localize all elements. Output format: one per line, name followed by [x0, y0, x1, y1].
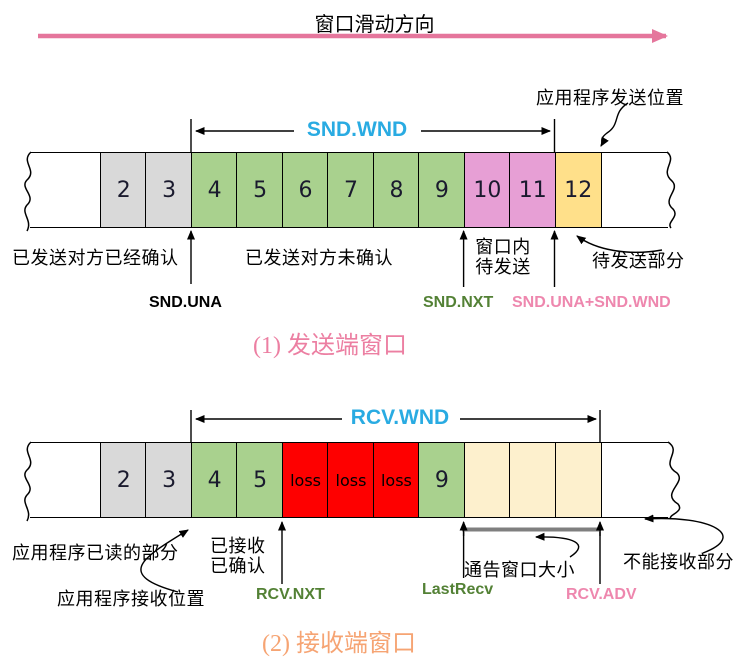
seq-cell: 4	[190, 153, 238, 227]
seq-cell: 9	[418, 443, 465, 517]
seq-cell: 3	[145, 153, 192, 227]
rcv-nxt-label: RCV.NXT	[256, 586, 325, 603]
snd-una-wnd-label: SND.UNA+SND.WND	[512, 294, 671, 311]
adv-window-arrow	[535, 532, 580, 558]
pending-part-label: 待发送部分	[592, 251, 685, 271]
received-line1: 已接收	[210, 536, 266, 556]
empty-cell	[463, 443, 511, 517]
app-send-pos-label: 应用程序发送位置	[536, 88, 684, 108]
seq-cell: 5	[236, 443, 283, 517]
seq-cell: 9	[418, 153, 465, 227]
in-window-line2: 待发送	[475, 257, 531, 277]
loss-cell: loss	[327, 443, 374, 517]
receiver-caption: (2) 接收端窗口	[262, 631, 416, 657]
seq-cell: 11	[509, 153, 556, 227]
snd-nxt-label: SND.NXT	[423, 294, 494, 311]
sent-acked-label: 已发送对方已经确认	[12, 248, 179, 268]
seq-cell: 10	[463, 153, 511, 227]
received-line2: 已确认	[210, 556, 266, 576]
seq-cell: 2	[100, 443, 147, 517]
loss-cell: loss	[281, 443, 329, 517]
torn-edge	[666, 151, 676, 229]
app-recv-pos-label: 应用程序接收位置	[57, 589, 205, 609]
in-window-to-send-label: 窗口内 待发送	[471, 237, 535, 277]
empty-cell	[554, 443, 602, 517]
torn-edge	[667, 441, 681, 520]
snd-wnd-label: SND.WND	[306, 118, 408, 141]
loss-cell: loss	[372, 443, 420, 517]
seq-cell: 6	[281, 153, 329, 227]
seq-cell: 5	[236, 153, 283, 227]
in-window-line1: 窗口内	[475, 237, 531, 257]
seq-cell: 4	[190, 443, 238, 517]
rcv-wnd-label: RCV.WND	[350, 406, 450, 429]
page-title: 窗口滑动方向	[314, 14, 435, 36]
seq-cell: 7	[327, 153, 374, 227]
rcv-adv-label: RCV.ADV	[566, 586, 637, 603]
sent-unacked-label: 已发送对方未确认	[245, 248, 393, 268]
received-acked-label: 已接收 已确认	[210, 536, 274, 576]
cannot-recv-label: 不能接收部分	[623, 552, 734, 572]
snd-una-label: SND.UNA	[149, 294, 222, 311]
sender-caption: (1) 发送端窗口	[253, 333, 407, 359]
seq-cell: 3	[145, 443, 192, 517]
seq-cell: 2	[100, 153, 147, 227]
sender-strip: 2 3 4 5 6 7 8 9 10 11 12	[30, 152, 668, 228]
seq-cell: 12	[554, 153, 602, 227]
seq-cell: 8	[372, 153, 420, 227]
empty-cell	[509, 443, 556, 517]
receiver-strip: 2 3 4 5 loss loss loss 9	[30, 442, 668, 518]
adv-window-size-label: 通告窗口大小	[464, 560, 575, 580]
app-read-label: 应用程序已读的部分	[12, 543, 179, 563]
last-recv-label: LastRecv	[422, 581, 494, 598]
